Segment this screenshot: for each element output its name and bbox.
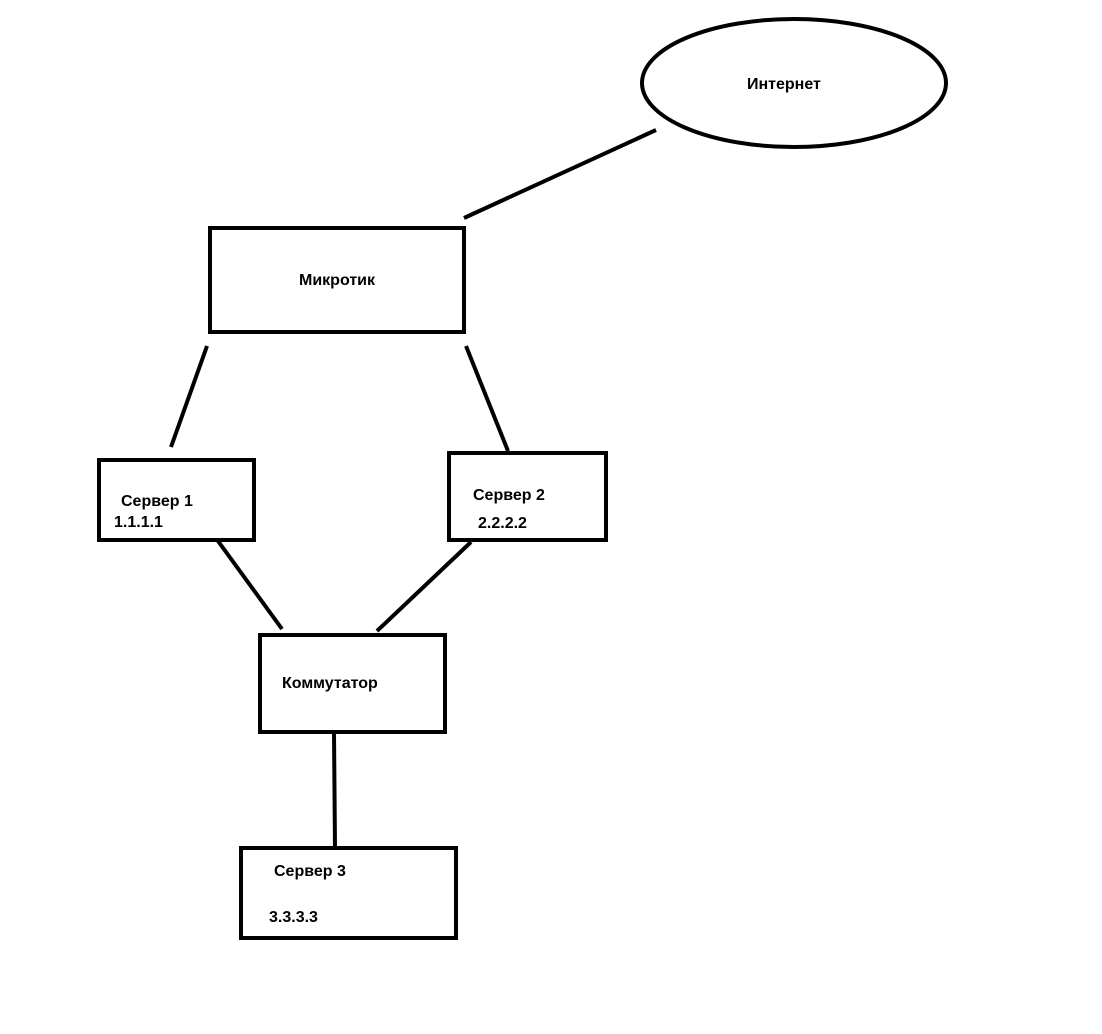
switch-box	[258, 633, 447, 734]
switch-label: Коммутатор	[282, 675, 378, 692]
server1-ip: 1.1.1.1	[114, 514, 163, 531]
server1-label: Сервер 1	[121, 493, 193, 510]
server1-node: Сервер 1 1.1.1.1	[97, 458, 256, 542]
internet-node: Интернет	[640, 17, 948, 149]
link-router-server1	[169, 345, 209, 448]
server2-box	[447, 451, 608, 542]
link-switch-server3	[332, 732, 337, 849]
server3-ip: 3.3.3.3	[269, 909, 318, 926]
server3-box	[239, 846, 458, 940]
internet-label: Интернет	[747, 76, 821, 93]
link-server1-switch	[216, 539, 284, 631]
server2-ip: 2.2.2.2	[478, 515, 527, 532]
server2-node: Сервер 2 2.2.2.2	[447, 451, 608, 542]
server2-label: Сервер 2	[473, 487, 545, 504]
router-box	[208, 226, 466, 334]
link-server2-switch	[375, 540, 473, 633]
router-node: Микротик	[208, 226, 466, 334]
router-label: Микротик	[299, 272, 376, 289]
server3-label: Сервер 3	[274, 863, 346, 880]
switch-node: Коммутатор	[258, 633, 447, 734]
link-internet-router	[463, 128, 657, 220]
server1-box	[97, 458, 256, 542]
link-router-server2	[464, 345, 510, 452]
internet-ellipse	[640, 17, 948, 149]
server3-node: Сервер 3 3.3.3.3	[239, 846, 458, 940]
